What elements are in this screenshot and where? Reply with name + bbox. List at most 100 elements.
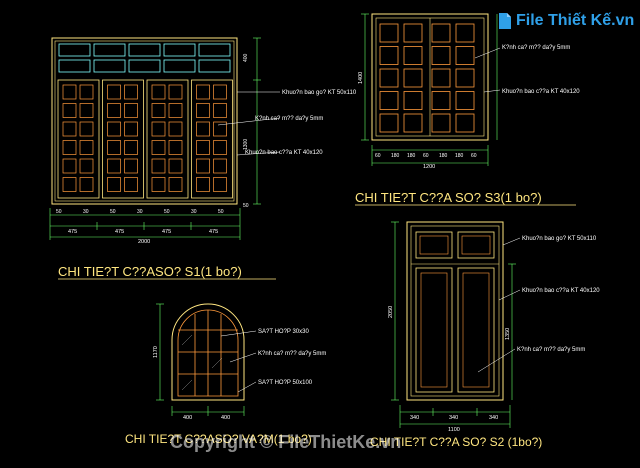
glass-pane xyxy=(455,91,475,110)
glass-pane xyxy=(403,23,423,43)
glass-pane xyxy=(168,140,183,155)
door-leaf xyxy=(57,79,100,199)
window-s2: Khuo?n bao go? KT 50x110 Khuo?n bao c??a… xyxy=(370,221,600,449)
s1-leaves xyxy=(57,79,233,199)
s3-annotation-leaf: Khuo?n bao c??a KT 40x120 xyxy=(502,89,580,95)
glass-pane xyxy=(196,84,210,100)
s1-dim-2: 475 xyxy=(115,229,124,235)
arch-dim-2: 400 xyxy=(221,415,230,421)
glass-pane xyxy=(379,23,399,43)
s1-dim-right2: 50 xyxy=(243,203,249,209)
s3-annotation-glass: K?nh ca? m?? da?y 5mm xyxy=(502,45,570,51)
glass-pane xyxy=(168,177,183,192)
glass-pane xyxy=(151,158,166,174)
glass-pane xyxy=(213,177,227,192)
s2-leader-lines xyxy=(477,237,521,373)
door-leaf xyxy=(102,79,144,199)
s1-small-dim: 30 xyxy=(191,209,197,215)
glass-pane xyxy=(124,177,138,192)
s2-dim-1: 340 xyxy=(410,415,419,421)
glass-pane xyxy=(62,140,77,155)
s1-small-dim: 50 xyxy=(164,209,170,215)
s2-dim-total: 1100 xyxy=(448,427,460,433)
window-s1: Khuo?n bao go? KT 50x110 K?nh ca? m?? da… xyxy=(49,37,357,280)
s2-dimension-lines xyxy=(391,221,516,428)
arch-dimension-lines xyxy=(156,303,245,416)
glass-pane xyxy=(168,121,183,137)
s3-small-dim: 60 xyxy=(375,153,381,159)
glass-pane xyxy=(213,103,227,118)
glass-pane xyxy=(403,68,423,88)
glass-pane xyxy=(196,121,210,137)
transom-pane xyxy=(198,59,231,73)
glass-pane xyxy=(213,140,227,155)
glass-pane xyxy=(107,121,121,137)
glass-pane xyxy=(196,158,210,174)
glass-pane xyxy=(107,84,121,100)
s3-small-dim: 60 xyxy=(471,153,477,159)
s1-small-dim: 30 xyxy=(137,209,143,215)
glass-pane xyxy=(431,23,451,43)
s1-small-dim: 50 xyxy=(110,209,116,215)
s1-dim-right: 1300 xyxy=(243,139,249,150)
s3-dim-total: 1200 xyxy=(423,164,435,170)
glass-pane xyxy=(124,140,138,155)
s2-dim-left: 2050 xyxy=(388,306,394,318)
arch-annotation-1: SA?T HO?P 30x30 xyxy=(258,329,309,335)
glass-pane xyxy=(79,177,94,192)
glass-pane xyxy=(379,46,399,65)
s3-dimension-lines xyxy=(361,13,498,166)
arch-annotation-2: K?nh ca? m?? da?y 5mm xyxy=(258,351,326,357)
s1-leader-lines xyxy=(217,91,281,156)
transom-pane xyxy=(58,59,91,73)
glass-pane xyxy=(124,158,138,174)
s1-annotation-frame: Khuo?n bao go? KT 50x110 xyxy=(282,90,357,96)
s3-title: CHI TIE?T C??A SO? S3(1 bo?) xyxy=(355,190,542,205)
s1-dim-4: 475 xyxy=(209,229,218,235)
brand-logo[interactable]: File Thiết Kế.vn xyxy=(498,12,634,30)
glass-pane xyxy=(431,46,451,65)
transom-pane xyxy=(163,43,196,57)
brand-name: File Thiết Kế.vn xyxy=(516,12,635,29)
glass-pane xyxy=(151,121,166,137)
glass-pane xyxy=(403,46,423,65)
arch-leader-lines xyxy=(220,330,257,393)
s1-dim-3: 475 xyxy=(162,229,171,235)
door-leaf xyxy=(191,79,233,199)
glass-pane xyxy=(213,84,227,100)
glass-pane xyxy=(79,158,94,174)
transom-pane xyxy=(128,59,161,73)
glass-pane xyxy=(379,113,399,133)
glass-pane xyxy=(403,91,423,110)
window-arch: SA?T HO?P 30x30 K?nh ca? m?? da?y 5mm SA… xyxy=(125,303,326,446)
s2-annotation-glass: K?nh ca? m?? da?y 5mm xyxy=(517,347,585,353)
s3-small-dim: 180 xyxy=(407,153,416,159)
s2-dim-right: 1350 xyxy=(505,328,511,340)
glass-pane xyxy=(151,84,166,100)
s2-dim-3: 340 xyxy=(489,415,498,421)
s2-annotation-leaf: Khuo?n bao c??a KT 40x120 xyxy=(522,288,600,294)
glass-pane xyxy=(213,121,227,137)
glass-pane xyxy=(79,84,94,100)
glass-pane xyxy=(151,177,166,192)
glass-pane xyxy=(455,68,475,88)
glass-pane xyxy=(107,140,121,155)
s3-leader-lines xyxy=(474,47,501,93)
copyright-text: Copyright © FileThietKe.vn xyxy=(170,432,402,452)
copyright-watermark: Copyright © FileThietKe.vn xyxy=(170,432,401,453)
s1-annotation-glass: K?nh ca? m?? da?y 5mm xyxy=(255,116,323,122)
glass-pane xyxy=(379,68,399,88)
glass-pane xyxy=(455,46,475,65)
glass-pane xyxy=(455,113,475,133)
s1-dim-total: 2000 xyxy=(138,239,150,245)
s1-annotation-leaf: Khuo?n bao c??a KT 40x120 xyxy=(245,150,323,156)
glass-pane xyxy=(124,121,138,137)
glass-pane xyxy=(124,84,138,100)
arch-dim-1: 400 xyxy=(183,415,192,421)
s2-dim-2: 340 xyxy=(449,415,458,421)
arch-dim-left: 1170 xyxy=(153,346,159,358)
glass-pane xyxy=(431,91,451,110)
glass-pane xyxy=(431,68,451,88)
transom-pane xyxy=(163,59,196,73)
